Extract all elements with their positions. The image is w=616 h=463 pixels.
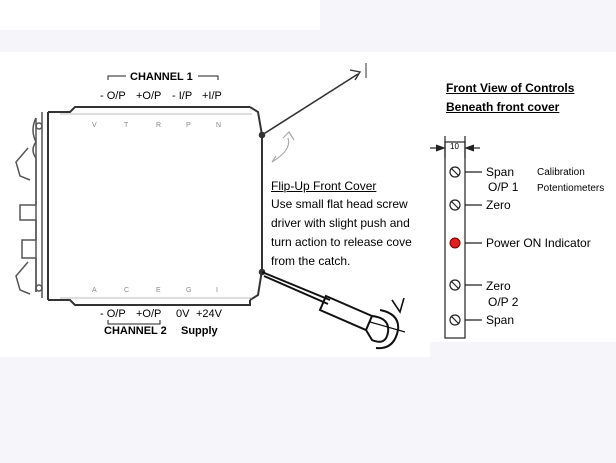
- bottom-pin-letter: I: [216, 287, 218, 294]
- channel2-title: CHANNEL 2: [104, 325, 167, 337]
- span-op1-label: Span: [486, 165, 515, 179]
- cover-note-line: turn action to release cove: [271, 235, 412, 249]
- bottom-pin-letter: G: [186, 287, 192, 294]
- diagram-panel-left: [0, 52, 430, 357]
- zero-op2-label: Zero: [486, 279, 511, 293]
- bottom-pin-letter: A: [92, 287, 97, 294]
- span-op2-label: Span: [486, 313, 515, 327]
- bottom-pin-letter: E: [156, 287, 161, 294]
- power-indicator-led: [449, 237, 461, 249]
- ch2-terminal-3: 0V: [176, 308, 190, 320]
- ch1-terminal-1: - O/P: [100, 90, 126, 102]
- potentiometers-label: Potentiometers: [537, 183, 605, 194]
- cover-note-line: Use small flat head screw: [271, 197, 408, 211]
- top-pin-letter: P: [186, 122, 191, 129]
- cover-note-title: Flip-Up Front Cover: [271, 179, 377, 193]
- cover-note-line: from the catch.: [271, 254, 351, 268]
- potentiometer-icons: [449, 166, 461, 326]
- screwdriver-icon: [261, 271, 406, 350]
- flip-up-cover: [258, 63, 367, 276]
- front-view-subtitle: Beneath front cover: [446, 100, 560, 114]
- ch1-terminal-4: +I/P: [202, 90, 222, 102]
- calibration-label: Calibration: [537, 167, 585, 178]
- top-white-strip: [0, 0, 320, 30]
- top-pin-letter: V: [92, 122, 97, 129]
- front-view-title: Front View of Controls: [446, 81, 575, 95]
- control-strip: [430, 136, 480, 339]
- diagram-panel-right: [430, 52, 616, 342]
- zero-op1-label: Zero: [486, 198, 511, 212]
- channel1-title: CHANNEL 1: [130, 71, 193, 83]
- din-rail-clip: [15, 112, 43, 298]
- top-pin-letter: R: [156, 122, 162, 129]
- ch2-terminal-1: - O/P: [100, 308, 126, 320]
- top-pin-letter: T: [124, 122, 129, 129]
- supply-label: Supply: [181, 325, 218, 337]
- ch2-terminal-2: +O/P: [136, 308, 162, 320]
- bottom-pin-letter: C: [124, 287, 130, 294]
- top-pin-letter: N: [216, 122, 222, 129]
- power-on-label: Power ON Indicator: [486, 236, 591, 250]
- ch2-terminal-4: +24V: [196, 308, 222, 320]
- ch1-terminal-3: - I/P: [172, 90, 193, 102]
- cover-note-line: driver with slight push and: [271, 216, 410, 230]
- rotate-arrow-icon: [271, 131, 295, 163]
- op1-label: O/P 1: [488, 180, 519, 194]
- width-marker: 10: [450, 142, 459, 151]
- module-body: [47, 106, 263, 306]
- ch1-terminal-2: +O/P: [136, 90, 162, 102]
- op2-label: O/P 2: [488, 295, 519, 309]
